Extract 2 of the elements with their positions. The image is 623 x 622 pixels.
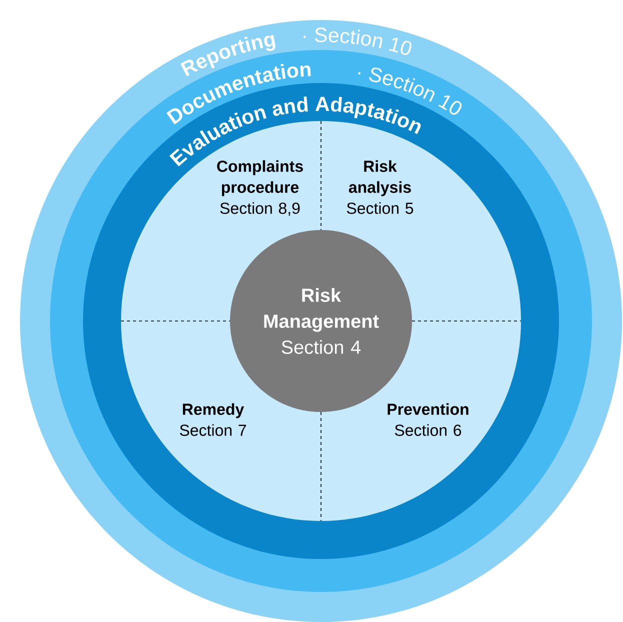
quadrant-label: Complaints procedure Section 8,9 bbox=[217, 160, 303, 216]
quadrant-label: Risk analysis Section 5 bbox=[346, 160, 414, 214]
